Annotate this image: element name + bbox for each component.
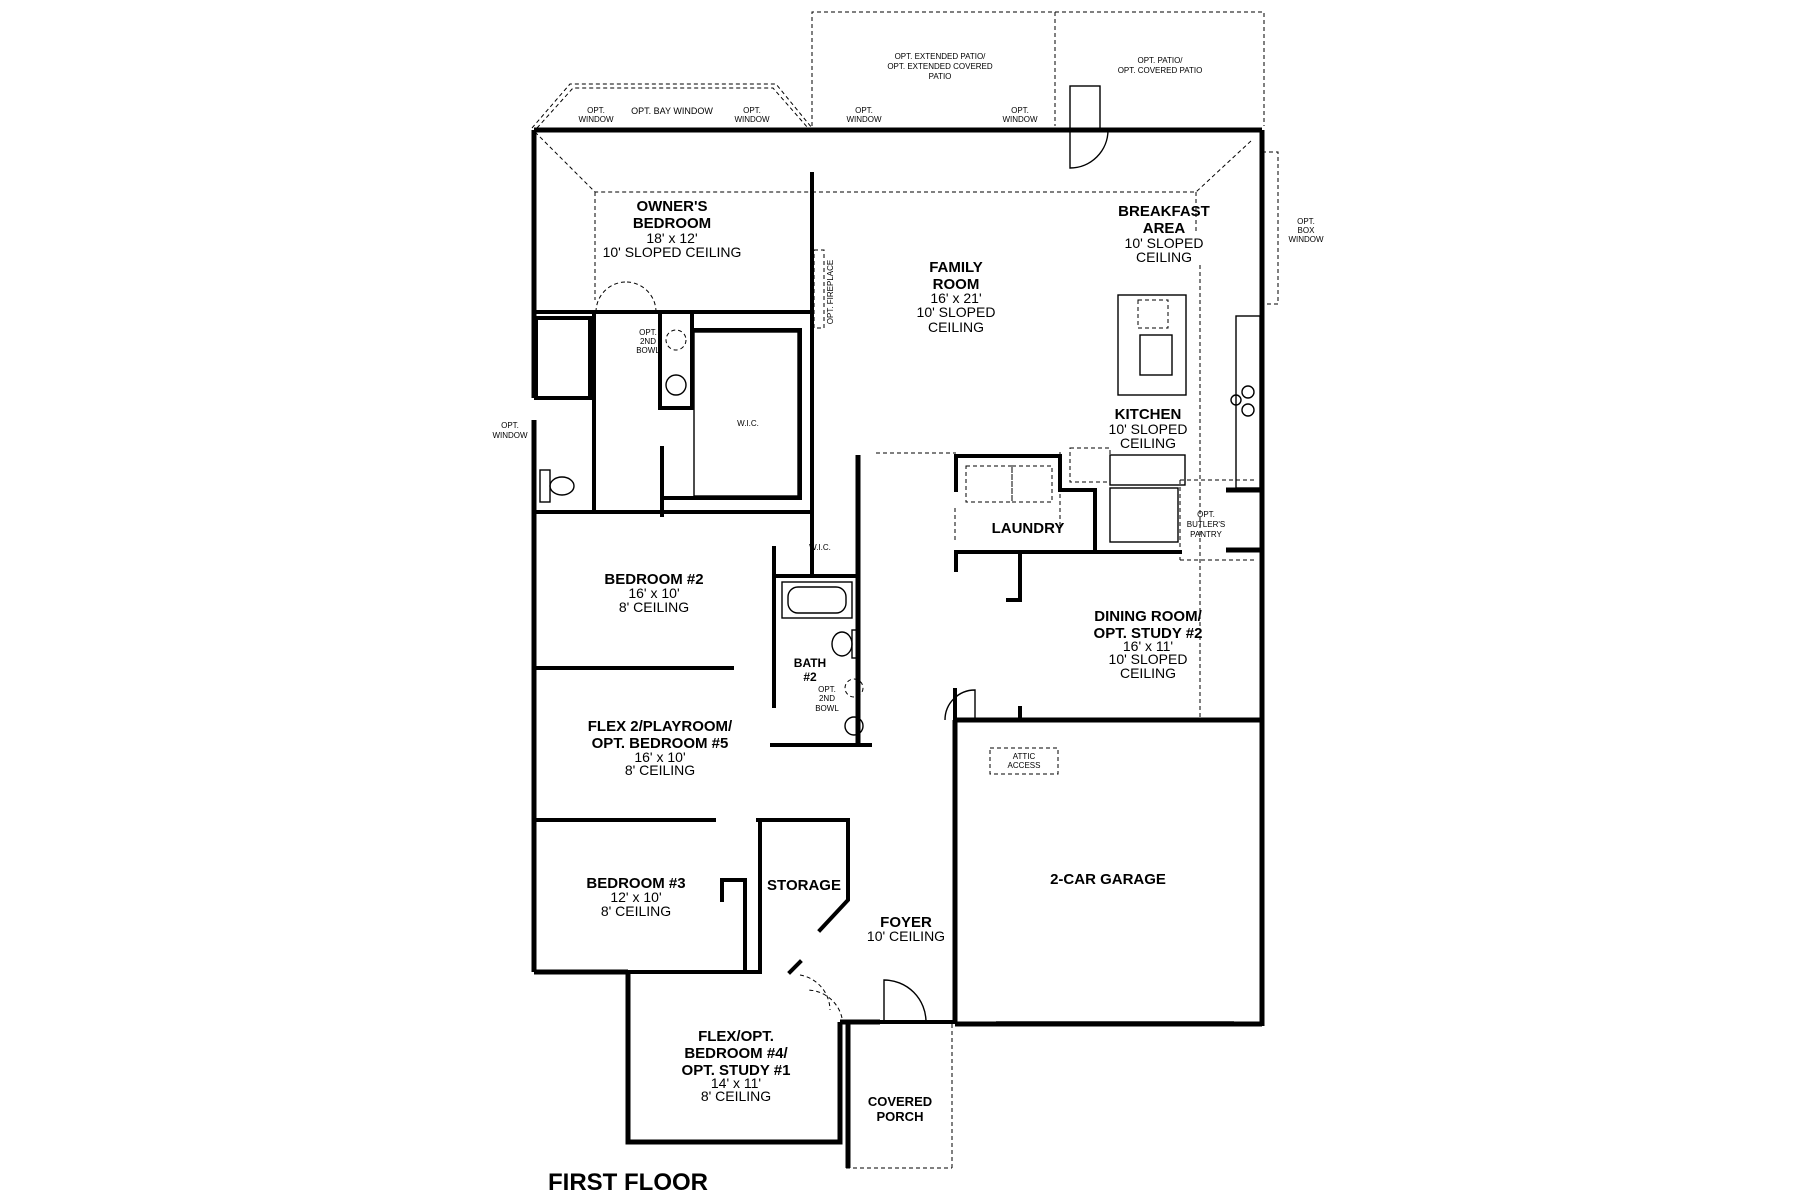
- opt-patio-note: OPT. PATIO/OPT. COVERED PATIO: [1118, 56, 1203, 75]
- foyer-ceiling: 10' CEILING: [867, 928, 945, 944]
- opt-window-left-note: OPT.WINDOW: [492, 421, 528, 440]
- interior-walls: [532, 172, 1262, 1168]
- opt-window-bay-left-note: OPT.WINDOW: [578, 106, 614, 124]
- flex-ceiling: 8' CEILING: [701, 1088, 771, 1104]
- flex2-dims: 16' x 10': [634, 749, 685, 765]
- dining-room-dims: 16' x 11': [1123, 638, 1173, 654]
- flex-name: FLEX/OPT.BEDROOM #4/OPT. STUDY #1: [682, 1028, 791, 1079]
- wic-owner-note: W.I.C.: [737, 419, 759, 428]
- foyer-name: FOYER: [880, 914, 932, 931]
- bedroom2-dims: 16' x 10': [628, 585, 679, 601]
- bedroom3-name: BEDROOM #3: [586, 875, 685, 892]
- option-notes: OPT.WINDOW OPT. BAY WINDOW OPT.WINDOW OP…: [492, 52, 1324, 770]
- flex2-name: FLEX 2/PLAYROOM/OPT. BEDROOM #5: [588, 718, 733, 752]
- floor-title: FIRST FLOOR: [548, 1169, 708, 1196]
- bedroom2-ceiling: 8' CEILING: [619, 599, 689, 615]
- opt-bay-window-note: OPT. BAY WINDOW: [631, 106, 713, 116]
- dining-room-name: DINING ROOM/OPT. STUDY #2: [1094, 608, 1203, 642]
- garage-name: 2-CAR GARAGE: [1050, 871, 1166, 888]
- opt-fireplace-note: OPT. FIREPLACE: [826, 260, 835, 324]
- bedroom3-dims: 12' x 10': [610, 889, 661, 905]
- owners-bedroom-dims: 18' x 12': [646, 230, 697, 246]
- bedroom3-ceiling: 8' CEILING: [601, 903, 671, 919]
- wic-hall-note: W.I.C.: [809, 543, 831, 552]
- flex2-ceiling: 8' CEILING: [625, 762, 695, 778]
- flex-dims: 14' x 11': [711, 1075, 761, 1091]
- kitchen-name: KITCHEN: [1115, 406, 1182, 423]
- opt-window-patio-right-note: OPT.WINDOW: [1002, 106, 1038, 124]
- owners-bedroom-ceiling: 10' SLOPED CEILING: [603, 244, 742, 260]
- laundry-name: LAUNDRY: [992, 520, 1065, 537]
- opt-extended-patio-note: OPT. EXTENDED PATIO/OPT. EXTENDED COVERE…: [887, 52, 993, 81]
- storage-name: STORAGE: [767, 877, 841, 894]
- opt-window-patio-left-note: OPT.WINDOW: [846, 106, 882, 124]
- opt-window-bay-right-note: OPT.WINDOW: [734, 106, 770, 124]
- bath2-name: BATH#2: [794, 656, 826, 684]
- family-room-dims: 16' x 21': [930, 290, 981, 306]
- bedroom2-name: BEDROOM #2: [604, 571, 703, 588]
- fixtures: [539, 85, 1261, 1143]
